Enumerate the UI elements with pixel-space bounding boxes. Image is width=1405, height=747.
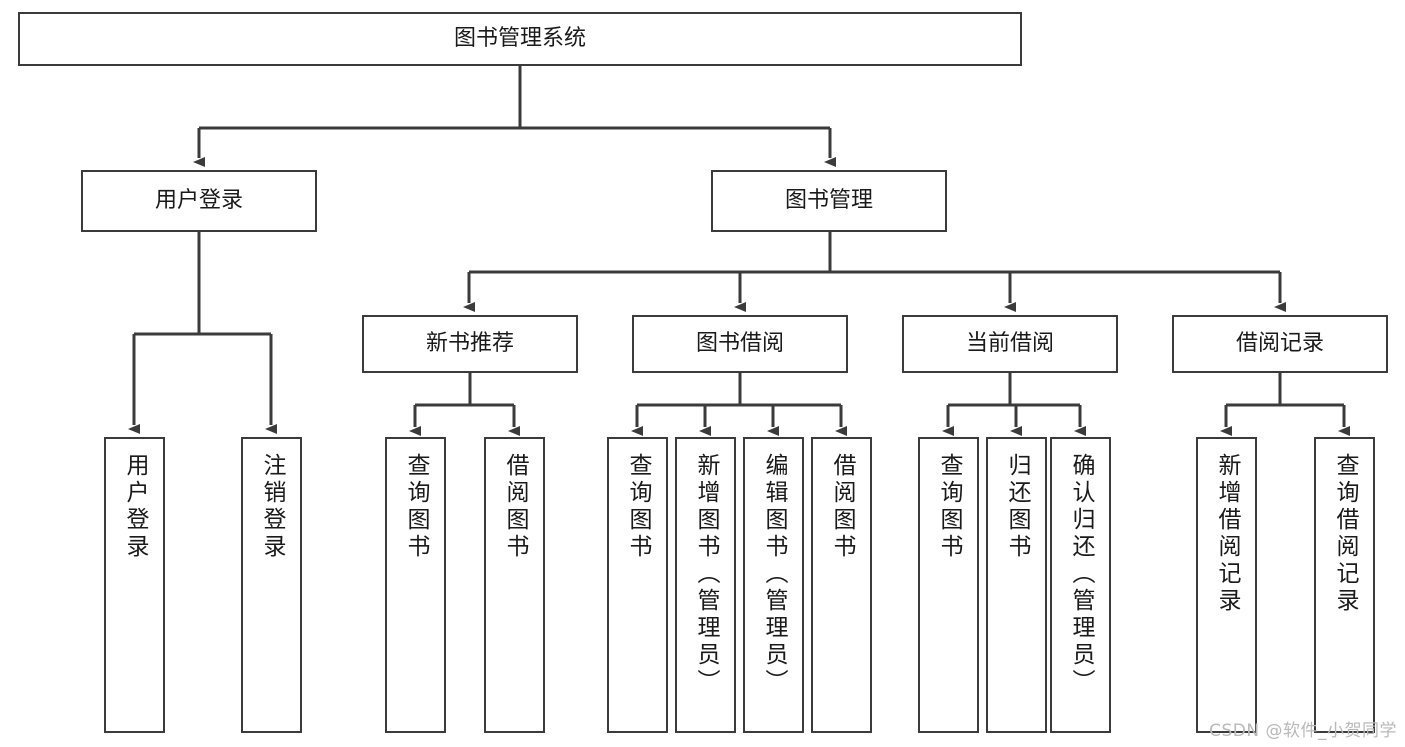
node-borrow-records[interactable]: 借阅记录 <box>1172 315 1388 373</box>
node-leaf-confirm-return[interactable]: 确认归还（管理员） <box>1050 437 1111 733</box>
node-user-login[interactable]: 用户登录 <box>81 170 317 232</box>
node-leaf-edit-book[interactable]: 编辑图书（管理员） <box>743 437 804 733</box>
node-leaf-edit-book-label: 编辑图书（管理员） <box>761 453 787 696</box>
node-leaf-confirm-return-label: 确认归还（管理员） <box>1068 453 1094 696</box>
node-leaf-borrow-book-recommend[interactable]: 借阅图书 <box>484 437 545 733</box>
node-root[interactable]: 图书管理系统 <box>18 12 1022 66</box>
node-leaf-user-login-label: 用户登录 <box>122 453 148 561</box>
node-leaf-borrow-book[interactable]: 借阅图书 <box>811 437 872 733</box>
node-leaf-query-book-borrow[interactable]: 查询图书 <box>607 437 668 733</box>
node-leaf-return-book[interactable]: 归还图书 <box>986 437 1047 733</box>
node-user-login-label: 用户登录 <box>154 188 243 214</box>
node-root-label: 图书管理系统 <box>453 26 586 52</box>
node-current-borrow-label: 当前借阅 <box>965 331 1054 357</box>
node-leaf-query-borrow-record[interactable]: 查询借阅记录 <box>1314 437 1375 733</box>
node-leaf-add-borrow-record[interactable]: 新增借阅记录 <box>1196 437 1257 733</box>
node-leaf-user-login[interactable]: 用户登录 <box>104 437 165 733</box>
node-new-book-recommend-label: 新书推荐 <box>425 331 514 357</box>
node-book-management-label: 图书管理 <box>784 188 873 214</box>
node-leaf-query-borrow-record-label: 查询借阅记录 <box>1332 453 1358 615</box>
node-leaf-return-book-label: 归还图书 <box>1004 453 1030 561</box>
node-book-borrow[interactable]: 图书借阅 <box>632 315 848 373</box>
node-leaf-query-book-current[interactable]: 查询图书 <box>918 437 979 733</box>
node-leaf-logout[interactable]: 注销登录 <box>241 437 302 733</box>
node-leaf-add-book[interactable]: 新增图书（管理员） <box>675 437 736 733</box>
watermark-text: CSDN @软件_小贺同学 <box>1209 721 1397 741</box>
node-leaf-add-borrow-record-label: 新增借阅记录 <box>1214 453 1240 615</box>
node-leaf-query-book-borrow-label: 查询图书 <box>625 453 651 561</box>
node-leaf-borrow-book-label: 借阅图书 <box>829 453 855 561</box>
node-current-borrow[interactable]: 当前借阅 <box>902 315 1118 373</box>
node-leaf-add-book-label: 新增图书（管理员） <box>693 453 719 696</box>
node-leaf-borrow-book-recommend-label: 借阅图书 <box>502 453 528 561</box>
node-book-management[interactable]: 图书管理 <box>711 170 947 232</box>
node-leaf-query-book-recommend-label: 查询图书 <box>403 453 429 561</box>
node-leaf-query-book-current-label: 查询图书 <box>936 453 962 561</box>
node-leaf-query-book-recommend[interactable]: 查询图书 <box>385 437 446 733</box>
node-book-borrow-label: 图书借阅 <box>695 331 784 357</box>
node-borrow-records-label: 借阅记录 <box>1235 331 1324 357</box>
node-new-book-recommend[interactable]: 新书推荐 <box>362 315 578 373</box>
node-leaf-logout-label: 注销登录 <box>259 453 285 561</box>
